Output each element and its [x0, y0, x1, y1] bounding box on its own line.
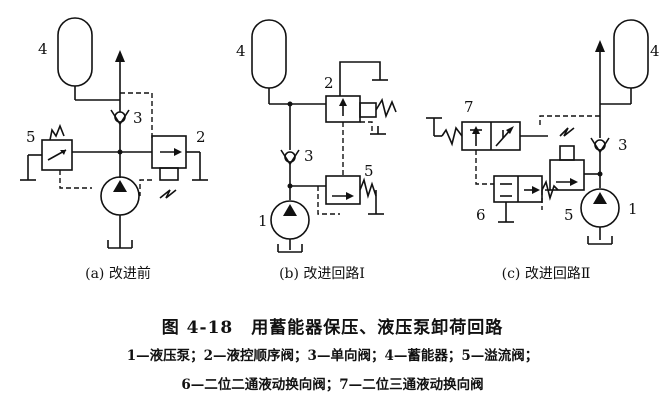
legend-line-1: 1—液压泵；2—液控顺序阀；3—单向阀；4—蓄能器；5—溢流阀；	[126, 348, 539, 364]
caption-b: (b) 改进回路Ⅰ	[279, 266, 365, 282]
accumulator-b	[251, 19, 287, 89]
label-a-accumulator: 4	[38, 40, 48, 58]
label-c-dirvalve2: 6	[476, 206, 486, 224]
label-a-sequence: 2	[196, 128, 206, 146]
pump-a	[100, 176, 140, 249]
label-c-relief: 5	[564, 206, 574, 224]
label-c-accumulator: 4	[650, 42, 660, 60]
diagram-a: 4 3 5	[20, 17, 208, 282]
legend-line-2: 6—二位二通液动换向阀；7—二位三通液动换向阀	[181, 377, 484, 393]
pump-b	[270, 200, 310, 253]
sequence-valve-a	[139, 135, 208, 199]
directional-valve-7	[426, 117, 548, 185]
accumulator-c	[613, 19, 649, 89]
sequence-valve-b	[325, 95, 397, 135]
figure-title: 图 4-18 用蓄能器保压、液压泵卸荷回路	[161, 318, 504, 338]
relief-valve-b	[317, 175, 384, 215]
check-valve-a	[110, 109, 130, 126]
label-b-sequence: 2	[324, 74, 334, 92]
relief-valve-c	[541, 127, 600, 210]
accumulator-a	[57, 17, 93, 87]
label-a-relief: 5	[26, 128, 36, 146]
label-c-pump: 1	[628, 200, 638, 218]
diagram-c: 4 7	[426, 19, 660, 282]
caption-a: (a) 改进前	[85, 265, 151, 282]
directional-valve-6	[493, 175, 559, 223]
label-b-relief: 5	[364, 162, 374, 180]
label-b-pump: 1	[258, 212, 268, 230]
label-b-accumulator: 4	[236, 42, 246, 60]
label-b-check: 3	[304, 147, 314, 165]
check-valve-b	[280, 149, 300, 166]
diagram-b: 4 2 3	[236, 19, 397, 282]
label-c-dirvalve3: 7	[464, 98, 474, 116]
check-valve-c	[590, 137, 610, 154]
caption-c: (c) 改进回路Ⅱ	[502, 266, 591, 282]
label-a-check: 3	[133, 109, 143, 127]
relief-valve-a	[20, 123, 92, 189]
label-c-check: 3	[618, 136, 628, 154]
pump-c	[580, 188, 620, 245]
